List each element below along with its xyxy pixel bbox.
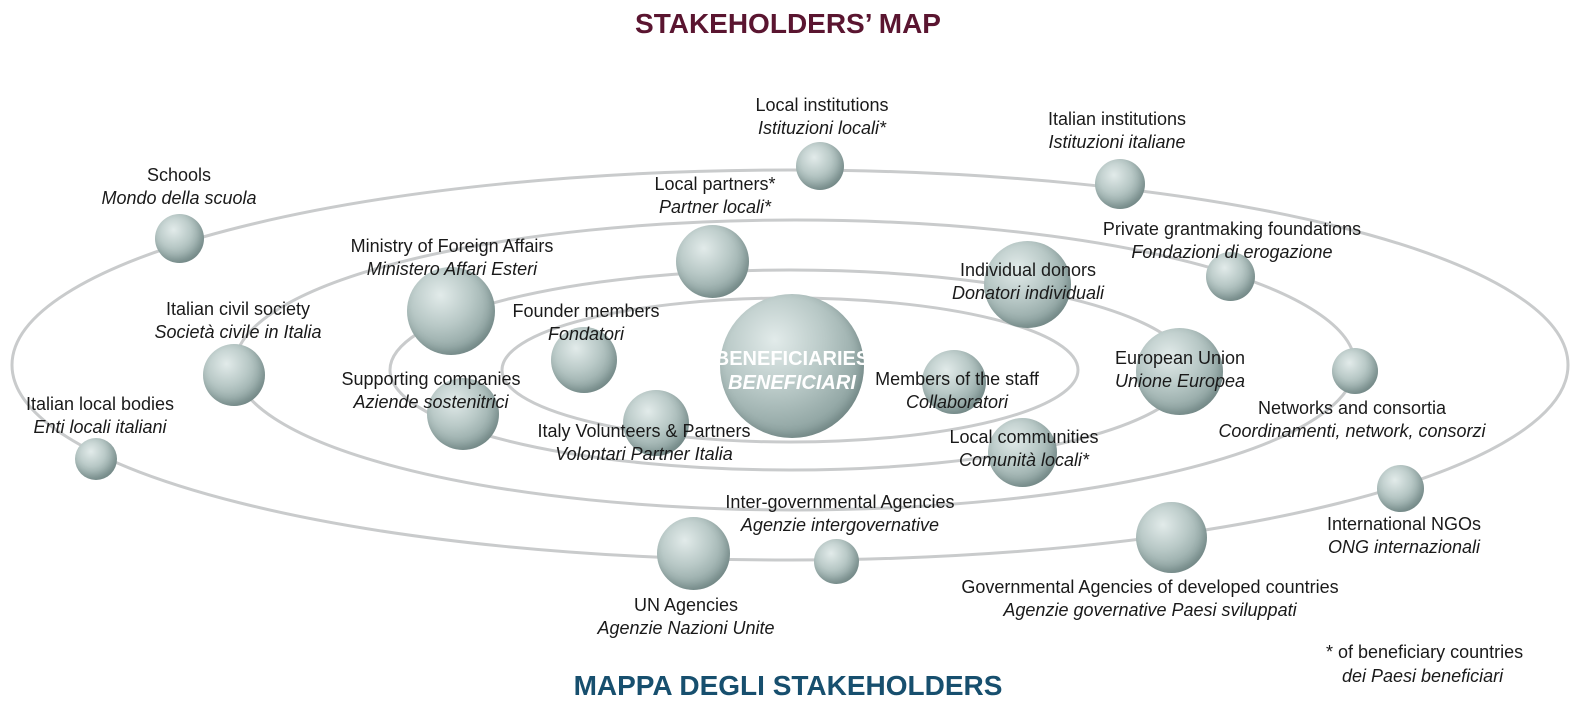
label-it: Volontari Partner Italia bbox=[555, 444, 733, 464]
label-it: Fondatori bbox=[547, 324, 625, 344]
map-title: STAKEHOLDERS’ MAP bbox=[635, 8, 941, 39]
footnote: * of beneficiary countries dei Paesi ben… bbox=[1326, 640, 1523, 688]
label-en: UN Agencies bbox=[633, 595, 739, 615]
label-italian-local-bodies: Italian local bodies Enti locali italian… bbox=[26, 393, 174, 439]
sphere-italian-civil-society bbox=[203, 344, 265, 406]
label-it: Agenzie intergovernative bbox=[740, 515, 940, 535]
label-private-grantmaking-foundations: Private grantmaking foundations Fondazio… bbox=[1103, 218, 1361, 264]
sphere-founder-members bbox=[551, 327, 617, 393]
label-en: International NGOs bbox=[1326, 514, 1482, 534]
label-individual-donors: Individual donors Donatori individuali bbox=[952, 259, 1104, 305]
label-italian-civil-society: Italian civil society Società civile in … bbox=[154, 298, 321, 344]
label-governmental-agencies-developed: Governmental Agencies of developed count… bbox=[961, 576, 1338, 622]
label-it: Società civile in Italia bbox=[154, 322, 322, 342]
sphere-private-grantmaking-foundations bbox=[1206, 252, 1255, 301]
label-local-communities: Local communities Comunità locali* bbox=[949, 426, 1098, 472]
map-subtitle: MAPPA DEGLI STAKEHOLDERS bbox=[573, 670, 1003, 701]
label-en: Networks and consortia bbox=[1257, 398, 1447, 418]
label-ministry-foreign-affairs: Ministry of Foreign Affairs Ministero Af… bbox=[351, 235, 554, 281]
label-en: Individual donors bbox=[959, 260, 1097, 280]
label-it: Partner locali* bbox=[658, 197, 772, 217]
label-en: Ministry of Foreign Affairs bbox=[350, 236, 554, 256]
label-it: Mondo della scuola bbox=[101, 188, 257, 208]
label-local-institutions: Local institutions Istituzioni locali* bbox=[755, 94, 888, 140]
sphere-individual-donors bbox=[984, 241, 1071, 328]
label-international-ngos: International NGOs ONG internazionali bbox=[1327, 513, 1481, 559]
label-en: Italian local bodies bbox=[25, 394, 175, 414]
sphere-beneficiaries bbox=[720, 294, 864, 438]
label-members-of-staff: Members of the staff Collaboratori bbox=[875, 368, 1039, 414]
label-it: Istituzioni italiane bbox=[1048, 132, 1186, 152]
label-it: Ministero Affari Esteri bbox=[366, 259, 538, 279]
label-inter-governmental-agencies: Inter-governmental Agencies Agenzie inte… bbox=[725, 491, 954, 537]
label-it: Istituzioni locali* bbox=[757, 118, 887, 138]
sphere-governmental-agencies-developed bbox=[1136, 502, 1207, 573]
label-en: Inter-governmental Agencies bbox=[725, 492, 955, 512]
label-en: Italian institutions bbox=[1047, 109, 1187, 129]
sphere-local-communities bbox=[988, 418, 1057, 487]
label-it: Coordinamenti, network, consorzi bbox=[1218, 421, 1486, 441]
label-networks-consortia: Networks and consortia Coordinamenti, ne… bbox=[1218, 397, 1485, 443]
label-en: Local partners* bbox=[654, 174, 776, 194]
footnote-it: dei Paesi beneficiari bbox=[1342, 666, 1504, 686]
label-it: Fondazioni di erogazione bbox=[1131, 242, 1333, 262]
sphere-un-agencies bbox=[657, 517, 730, 590]
label-it: Donatori individuali bbox=[951, 283, 1105, 303]
label-un-agencies: UN Agencies Agenzie Nazioni Unite bbox=[597, 594, 774, 640]
sphere-schools bbox=[155, 214, 204, 263]
label-en: Italian civil society bbox=[165, 299, 311, 319]
sphere-inter-governmental-agencies bbox=[814, 539, 859, 584]
label-en: Local communities bbox=[949, 427, 1099, 447]
sphere-european-union bbox=[1136, 328, 1223, 415]
center-label-en: BENEFICIARIES bbox=[714, 348, 870, 370]
label-italian-institutions: Italian institutions Istituzioni italian… bbox=[1048, 108, 1186, 154]
sphere-members-of-staff bbox=[922, 350, 986, 414]
label-en: Private grantmaking foundations bbox=[1102, 219, 1362, 239]
sphere-ministry-foreign-affairs bbox=[407, 267, 495, 355]
label-it: Unione Europea bbox=[1114, 371, 1246, 391]
label-it: Agenzie Nazioni Unite bbox=[597, 618, 775, 638]
label-it: Comunità locali* bbox=[958, 450, 1090, 470]
label-local-partners: Local partners* Partner locali* bbox=[654, 173, 775, 219]
label-en: Italy Volunteers & Partners bbox=[537, 421, 751, 441]
label-en: Supporting companies bbox=[341, 369, 521, 389]
label-it: Enti locali italiani bbox=[33, 417, 167, 437]
label-european-union: European Union Unione Europea bbox=[1115, 347, 1245, 393]
sphere-italian-local-bodies bbox=[75, 438, 117, 480]
sphere-networks-consortia bbox=[1332, 348, 1378, 394]
label-en: European Union bbox=[1114, 348, 1246, 368]
sphere-local-partners bbox=[676, 225, 749, 298]
label-founder-members: Founder members Fondatori bbox=[512, 300, 659, 346]
sphere-supporting-companies bbox=[427, 378, 499, 450]
label-it: Aziende sostenitrici bbox=[353, 392, 509, 412]
label-en: Local institutions bbox=[755, 95, 889, 115]
label-en: Members of the staff bbox=[875, 369, 1039, 389]
label-it: Collaboratori bbox=[905, 392, 1009, 412]
label-schools: Schools Mondo della scuola bbox=[101, 164, 256, 210]
label-it: ONG internazionali bbox=[1327, 537, 1481, 557]
label-italy-volunteers-partners: Italy Volunteers & Partners Volontari Pa… bbox=[537, 420, 750, 466]
label-en: Governmental Agencies of developed count… bbox=[961, 577, 1339, 597]
sphere-italian-institutions bbox=[1095, 159, 1145, 209]
label-en: Founder members bbox=[512, 301, 660, 321]
footnote-en: * of beneficiary countries bbox=[1326, 642, 1524, 662]
label-it: Agenzie governative Paesi sviluppati bbox=[1003, 600, 1297, 620]
orbit-ring-4 bbox=[10, 168, 1570, 562]
center-label-it: BENEFICIARI bbox=[728, 372, 856, 394]
sphere-italy-volunteers-partners bbox=[623, 390, 689, 456]
label-en: Schools bbox=[146, 165, 212, 185]
center-label-beneficiaries: BENEFICIARIES BENEFICIARI bbox=[715, 347, 869, 395]
sphere-international-ngos bbox=[1377, 465, 1424, 512]
sphere-local-institutions bbox=[796, 142, 844, 190]
label-supporting-companies: Supporting companies Aziende sostenitric… bbox=[341, 368, 520, 414]
